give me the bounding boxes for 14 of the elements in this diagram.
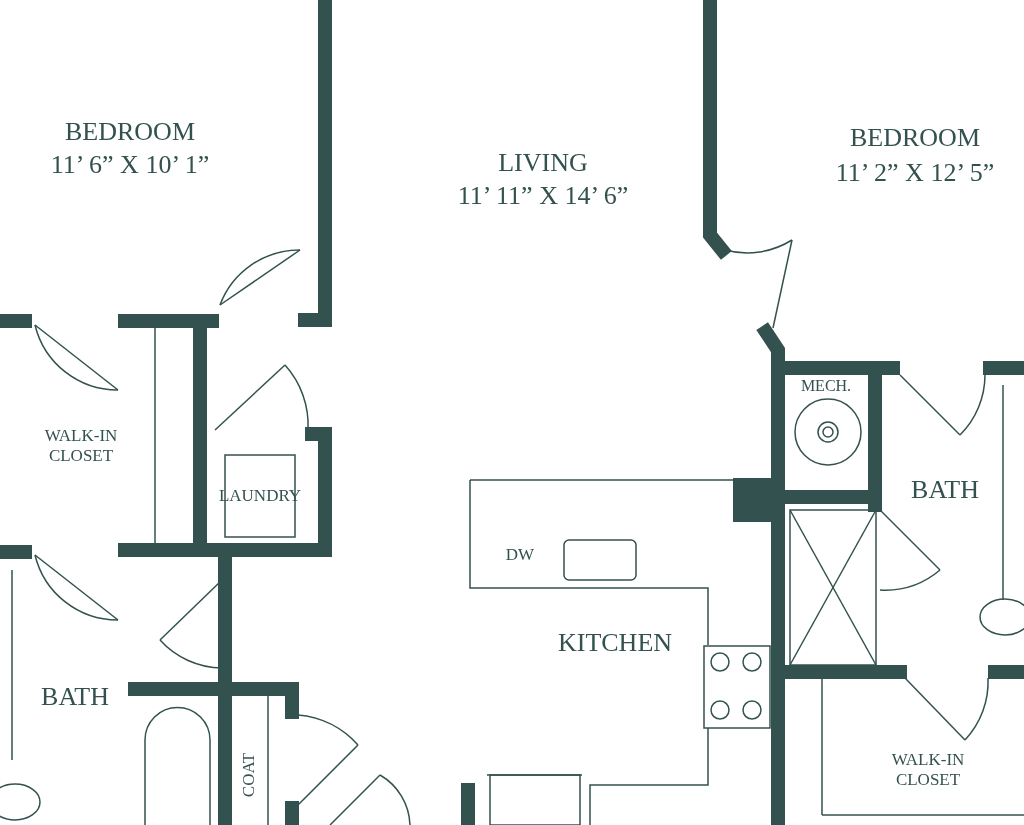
dimension-label: 11’ 11” X 14’ 6”: [457, 180, 629, 212]
room-label: BATH: [41, 681, 109, 713]
dimension-label: 11’ 6” X 10’ 1”: [50, 149, 210, 181]
room-label: WALK-IN CLOSET: [43, 425, 119, 467]
room-label: BEDROOM: [850, 122, 980, 154]
room-label: BEDROOM: [65, 116, 195, 148]
dimension-label: 11’ 2” X 12’ 5”: [835, 157, 995, 189]
room-label: KITCHEN: [557, 627, 673, 659]
room-label: MECH.: [800, 376, 852, 396]
fixture-label: DW: [505, 544, 535, 566]
room-label: COAT: [238, 752, 259, 798]
room-label: BATH: [911, 474, 979, 506]
room-label: WALK-IN CLOSET: [890, 749, 966, 791]
room-label: LIVING: [498, 147, 588, 179]
